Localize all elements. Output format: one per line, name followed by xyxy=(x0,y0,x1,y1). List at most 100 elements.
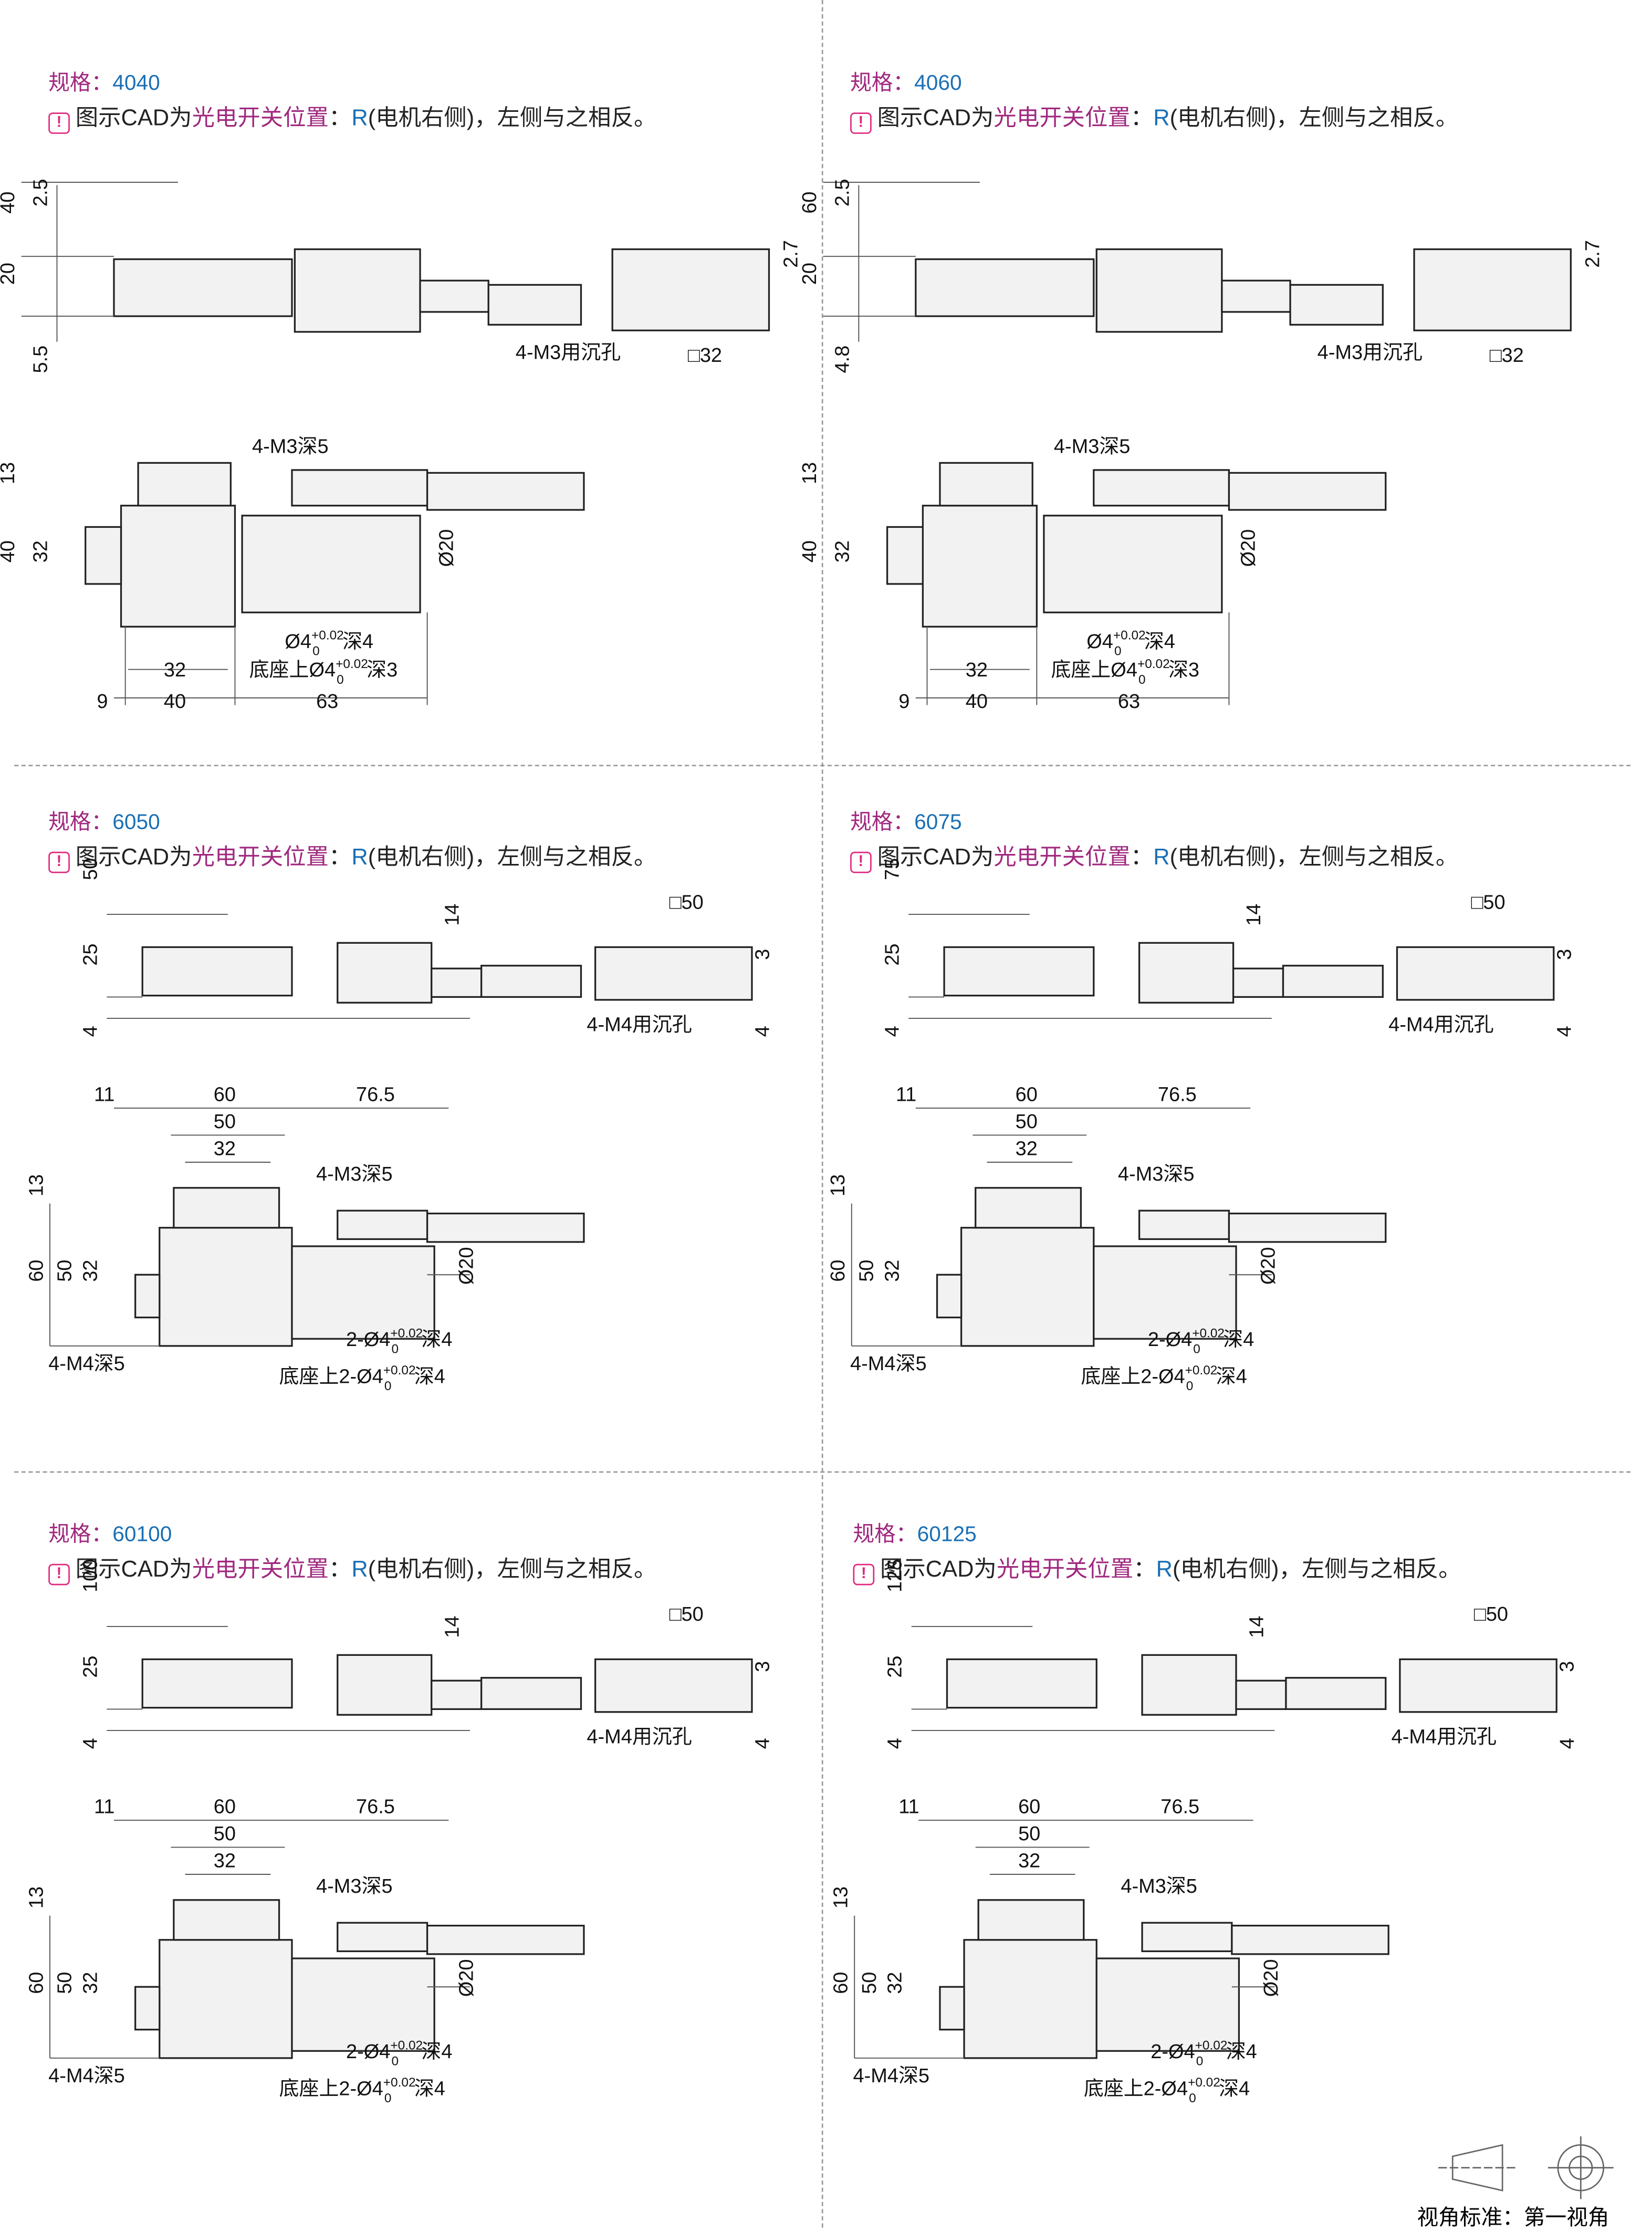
top-view-dimension-label: 60 xyxy=(214,1796,236,1818)
spec-panel-60100: 规格：60100 !图示CAD为光电开关位置：R(电机右侧)，左侧与之相反。10… xyxy=(25,1518,846,2230)
stage-part xyxy=(960,1227,1095,1347)
spec-key: 规格： xyxy=(48,71,113,96)
note-r: R xyxy=(351,846,368,871)
stage-part xyxy=(487,284,582,326)
stage-part xyxy=(963,1939,1097,2059)
spec-key: 规格： xyxy=(850,71,915,96)
side-view-dimension-label: □32 xyxy=(688,345,722,367)
top-view-dimension-label: 50 xyxy=(855,1260,877,1282)
top-view-dimension-label: 13 xyxy=(25,1174,47,1196)
stage-part xyxy=(426,472,585,511)
side-view-dimension-label: 25 xyxy=(881,944,903,966)
stage-part xyxy=(337,942,433,1004)
note-colon: ： xyxy=(328,107,352,131)
top-view-dimension-label: Ø20 xyxy=(1260,1959,1282,1997)
top-view-dimension-label: 13 xyxy=(827,1174,849,1196)
stage-part xyxy=(1138,942,1235,1004)
top-view-dimension-label: 32 xyxy=(79,1972,101,1994)
stage-part xyxy=(1282,965,1384,998)
note-highlight: 光电开关位置 xyxy=(192,1558,329,1583)
top-view-dimension-label: 4-M4深5 xyxy=(48,1353,125,1375)
side-view-dimension-label: 3 xyxy=(751,949,773,960)
top-view-dimension-label: 50 xyxy=(1016,1111,1038,1133)
stage-part xyxy=(946,1658,1097,1709)
top-view-dimension-label: 40 xyxy=(966,691,988,713)
spec-key: 规格： xyxy=(48,810,113,835)
stage-part xyxy=(120,505,236,628)
side-view-dimension-label: 4 xyxy=(881,1026,903,1037)
spec-title: 规格：4040 xyxy=(48,67,160,97)
top-view-dimension-label: 32 xyxy=(966,659,988,681)
top-view-dimension-label: Ø20 xyxy=(1257,1247,1279,1285)
top-view-dimension-label: 50 xyxy=(214,1111,236,1133)
top-view-dimension-label: 4-M3深5 xyxy=(252,435,329,457)
stage-part xyxy=(173,1187,280,1229)
note-prefix: 图示CAD为 xyxy=(877,107,994,131)
note-suffix: (电机右侧)，左侧与之相反。 xyxy=(368,846,657,871)
side-view-dimension-label: 25 xyxy=(79,1656,101,1678)
top-view-dimension-label: 13 xyxy=(25,1886,47,1908)
side-view-dimension-label: 14 xyxy=(441,1616,463,1638)
stage-part xyxy=(85,526,122,585)
spec-key: 规格： xyxy=(850,810,915,835)
top-view-dimension-label: 50 xyxy=(1018,1823,1040,1845)
warning-icon: ! xyxy=(48,851,70,873)
top-view-dimension-label: 60 xyxy=(830,1972,852,1994)
note-r: R xyxy=(1153,846,1170,871)
stage-part xyxy=(113,258,293,317)
note-r: R xyxy=(351,107,368,131)
cad-note: !图示CAD为光电开关位置：R(电机右侧)，左侧与之相反。 xyxy=(48,98,656,134)
top-view-dimension-label: Ø20 xyxy=(1237,529,1259,567)
stage-part xyxy=(1232,967,1284,998)
warning-icon: ! xyxy=(48,1563,70,1586)
side-view-dimension-label: 75 xyxy=(881,858,903,880)
warning-icon: ! xyxy=(48,112,70,134)
spec-value: 6050 xyxy=(112,810,160,835)
cad-note: !图示CAD为光电开关位置：R(电机右侧)，左侧与之相反。 xyxy=(48,838,656,873)
side-view-dimension-label: 3 xyxy=(1553,949,1575,960)
stage-part xyxy=(141,1658,293,1709)
spec-title: 规格：60100 xyxy=(48,1518,172,1548)
note-highlight: 光电开关位置 xyxy=(996,1558,1134,1583)
top-view-dimension-label: 60 xyxy=(25,1972,47,1994)
top-view-dimension-label: 11 xyxy=(94,1796,114,1818)
side-view-dimension-label: 100 xyxy=(79,1559,101,1592)
stage-part xyxy=(1285,1677,1387,1710)
side-view-dimension-label: 14 xyxy=(441,904,463,926)
note-colon: ： xyxy=(1130,846,1154,871)
spec-value: 6075 xyxy=(914,810,962,835)
stage-part xyxy=(291,469,428,507)
top-view-dimension-label: 4-M4深5 xyxy=(850,1353,927,1375)
stage-part xyxy=(1221,279,1291,313)
view-standard: 视角标准：第一视角 xyxy=(1417,2136,1630,2230)
stage-part xyxy=(975,1187,1082,1229)
spec-value: 60100 xyxy=(112,1522,172,1547)
side-view-dimension-label: 4-M3用沉孔 xyxy=(516,341,621,363)
side-view-dimension-label: 4 xyxy=(1556,1738,1578,1749)
side-view-dimension-label: □50 xyxy=(670,891,704,913)
side-view-dimension-label: 2.7 xyxy=(1582,240,1604,268)
top-view-dimension-label: 4-M3深5 xyxy=(1054,435,1131,457)
stage-part xyxy=(426,1924,585,1955)
side-view-dimension-label: 3 xyxy=(751,1661,773,1672)
stage-part xyxy=(431,1680,483,1710)
stage-part xyxy=(1228,472,1387,511)
top-view-dimension-label: 60 xyxy=(214,1083,236,1105)
top-view-dimension-label: 4-M4深5 xyxy=(48,2065,125,2087)
top-view-dimension-label: 63 xyxy=(1118,691,1140,713)
side-view-dimension-label: 4-M4用沉孔 xyxy=(587,1014,692,1036)
side-view-dimension-label: 4-M4用沉孔 xyxy=(1388,1014,1493,1036)
top-view-dimension-label: 50 xyxy=(54,1260,76,1282)
stage-part xyxy=(936,1274,963,1319)
side-view-dimension-label: □50 xyxy=(1474,1603,1508,1625)
top-view-dimension-label: 32 xyxy=(884,1972,906,1994)
note-colon: ： xyxy=(328,1558,352,1583)
stage-part xyxy=(886,526,924,585)
stage-part xyxy=(594,1658,753,1713)
